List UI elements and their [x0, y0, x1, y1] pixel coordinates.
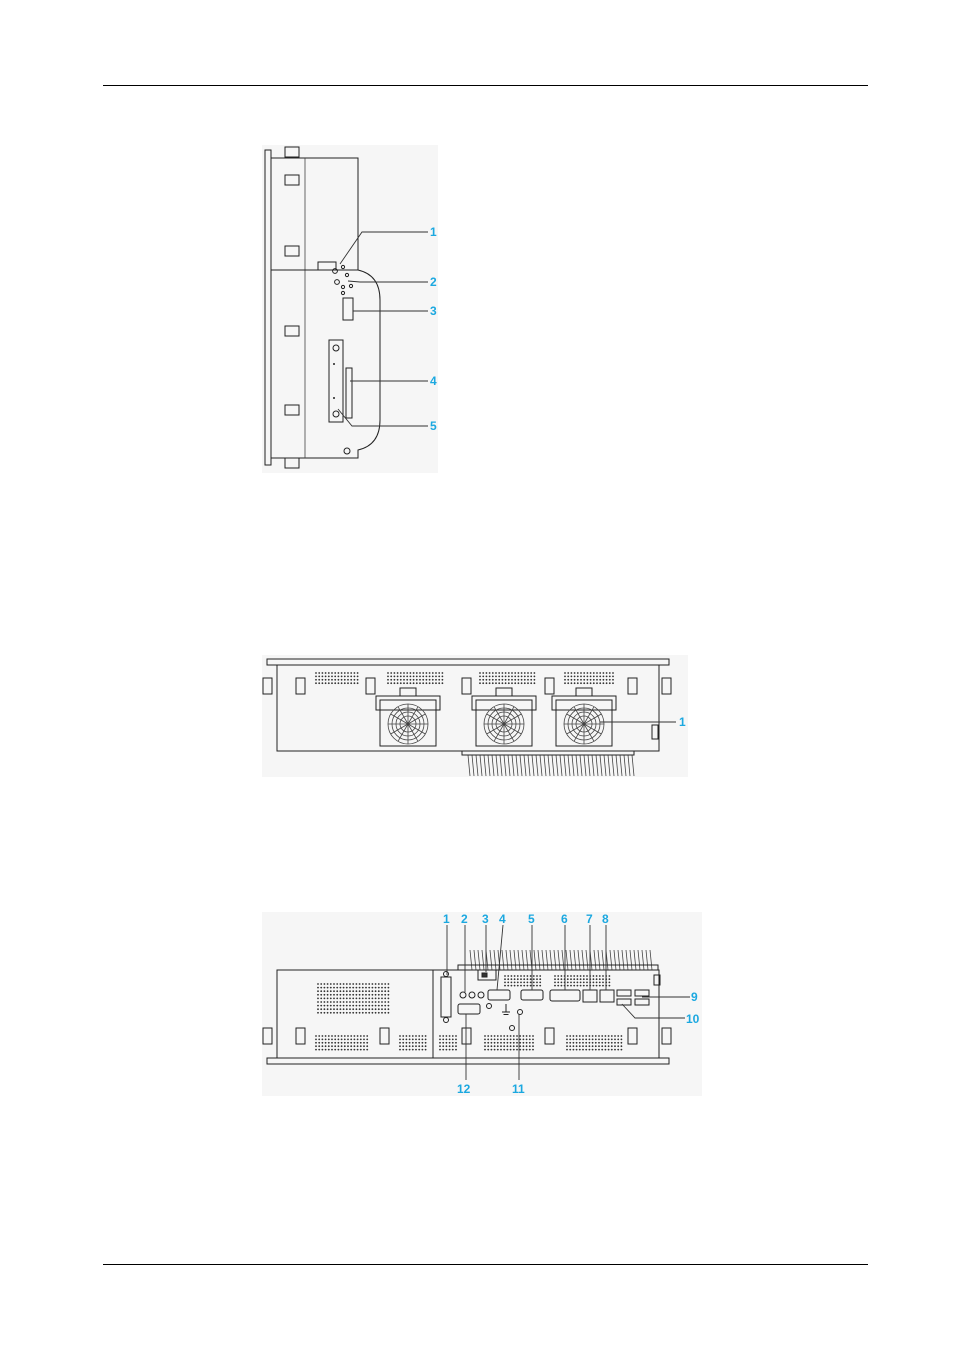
side-callout-1: 1: [430, 225, 437, 239]
bottom-callout-9: 9: [691, 990, 698, 1004]
bottom-callout-6: 6: [561, 912, 568, 926]
bottom-callout-5: 5: [528, 912, 535, 926]
bottom-callout-4: 4: [499, 912, 506, 926]
side-callout-2: 2: [430, 275, 437, 289]
bottom-callout-12: 12: [457, 1082, 471, 1096]
side-view-figure: 1 2 3 4 5: [250, 140, 450, 480]
bottom-callout-7: 7: [586, 912, 593, 926]
side-callout-5: 5: [430, 419, 437, 433]
top-callout-1: 1: [679, 715, 686, 729]
side-callout-4: 4: [430, 374, 437, 388]
bottom-callout-8: 8: [602, 912, 609, 926]
bottom-view-figure: 1 2 3 4 5 6 7 8 9 10 11 12: [258, 905, 718, 1100]
top-view-figure: 1: [258, 652, 698, 782]
bottom-callout-3: 3: [482, 912, 489, 926]
bottom-callout-2: 2: [461, 912, 468, 926]
side-callout-3: 3: [430, 304, 437, 318]
bottom-callout-10: 10: [686, 1012, 700, 1026]
header-rule: [103, 85, 868, 86]
bottom-callout-11: 11: [512, 1082, 525, 1096]
footer-rule: [103, 1264, 868, 1265]
bottom-callout-1: 1: [443, 912, 450, 926]
